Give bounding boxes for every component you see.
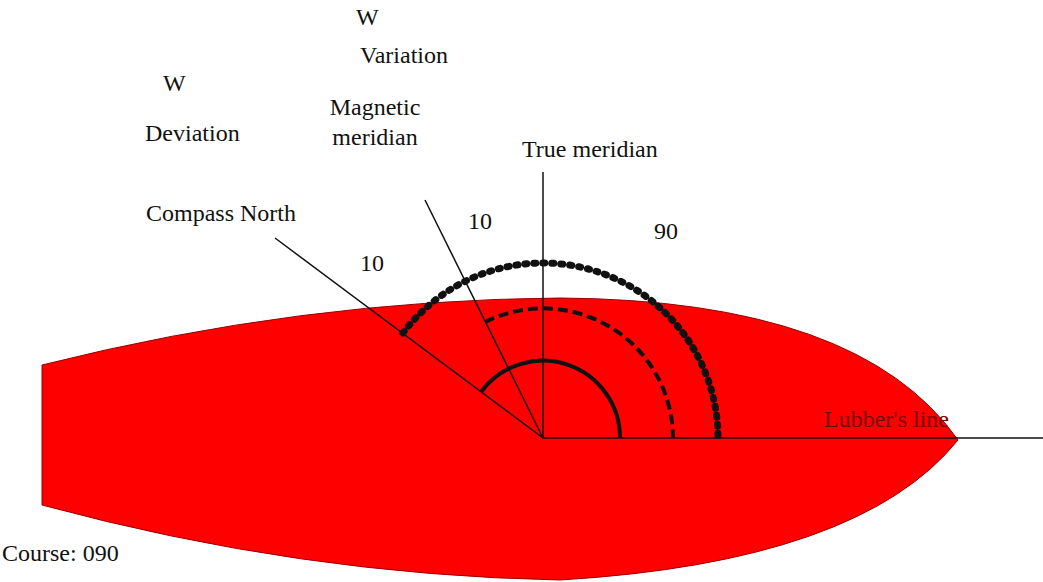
compass-north-label: Compass North: [146, 198, 296, 228]
true-meridian-line: [542, 172, 544, 438]
direction-letter: W: [356, 2, 379, 32]
boat-hull: [42, 298, 958, 580]
magnetic-meridian-line: [425, 200, 543, 438]
magnetic-meridian-label: Magnetic meridian: [300, 92, 450, 152]
true-meridian-label: True meridian: [522, 134, 658, 164]
deviation-label: Deviation: [145, 118, 240, 148]
angle-number: 10: [468, 206, 492, 236]
lubbers-line-label: Lubber's line: [824, 404, 949, 434]
compass-course-arc: [403, 263, 718, 438]
course-label: Course: 090: [2, 538, 119, 568]
angle-number: 90: [654, 216, 678, 246]
lubbers-line: [543, 437, 1043, 439]
magnetic-course-arc: [485, 308, 673, 438]
angle-number: 10: [360, 248, 384, 278]
direction-letter: W: [163, 68, 186, 98]
true-course-arc: [481, 361, 620, 438]
variation-label: Variation: [360, 40, 448, 70]
